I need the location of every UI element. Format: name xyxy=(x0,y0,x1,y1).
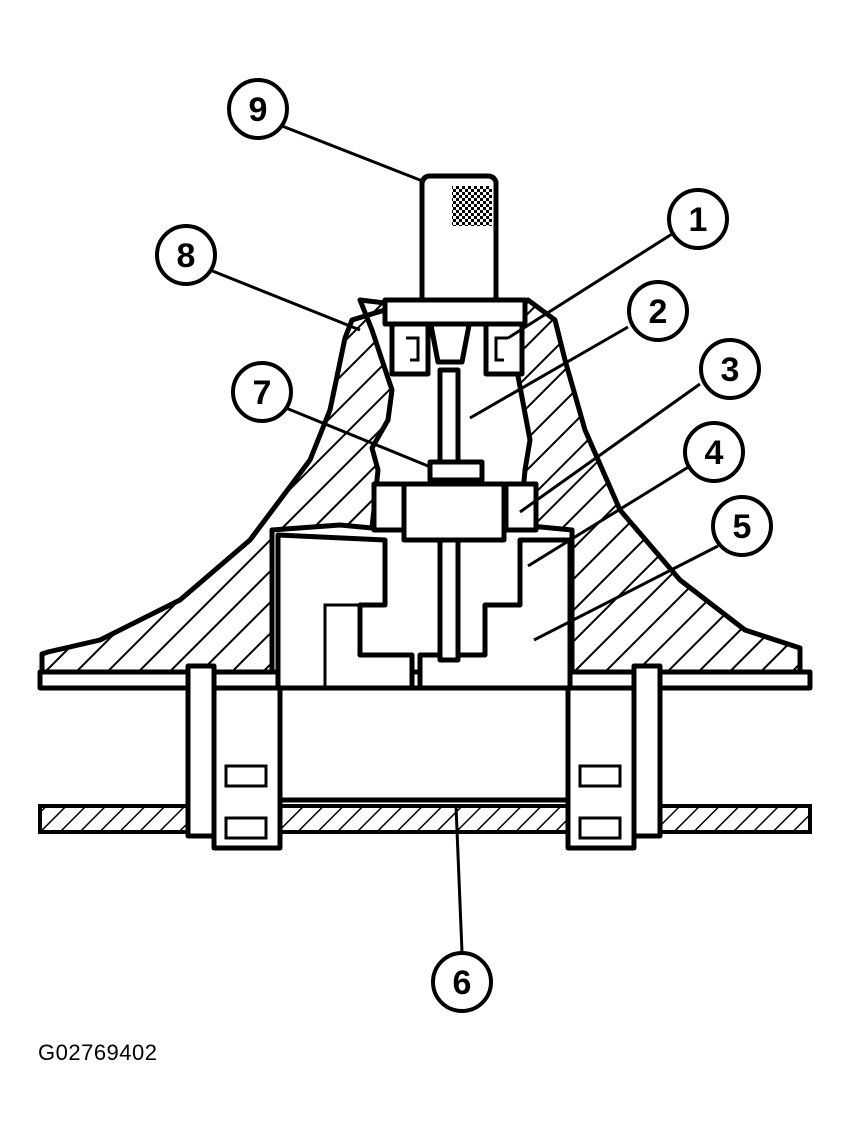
figure-id-label: G02769402 xyxy=(38,1040,158,1065)
leader-lines xyxy=(209,124,719,953)
cap-ring xyxy=(382,297,528,327)
inner-block xyxy=(275,532,573,691)
base-plate xyxy=(37,669,813,834)
callout-7: 7 xyxy=(231,361,293,423)
callout-1: 1 xyxy=(667,188,729,250)
callout-6: 6 xyxy=(431,951,493,1013)
svg-text:8: 8 xyxy=(177,237,196,275)
callout-8: 8 xyxy=(155,224,217,286)
svg-text:9: 9 xyxy=(249,91,268,129)
svg-text:4: 4 xyxy=(705,434,724,472)
callout-3: 3 xyxy=(699,338,761,400)
callout-2: 2 xyxy=(627,280,689,342)
svg-text:1: 1 xyxy=(689,201,708,239)
callout-5: 5 xyxy=(711,495,773,557)
lower-adapter xyxy=(185,663,663,851)
svg-text:7: 7 xyxy=(253,374,272,412)
knurled-pin xyxy=(419,173,499,303)
svg-text:6: 6 xyxy=(453,964,472,1002)
svg-text:5: 5 xyxy=(733,508,752,546)
callout-9: 9 xyxy=(227,78,289,140)
upper-seal-clips xyxy=(389,319,525,377)
callout-4: 4 xyxy=(683,421,745,483)
svg-text:2: 2 xyxy=(649,293,668,331)
svg-text:3: 3 xyxy=(721,351,740,389)
lower-seal-clips xyxy=(371,481,539,543)
